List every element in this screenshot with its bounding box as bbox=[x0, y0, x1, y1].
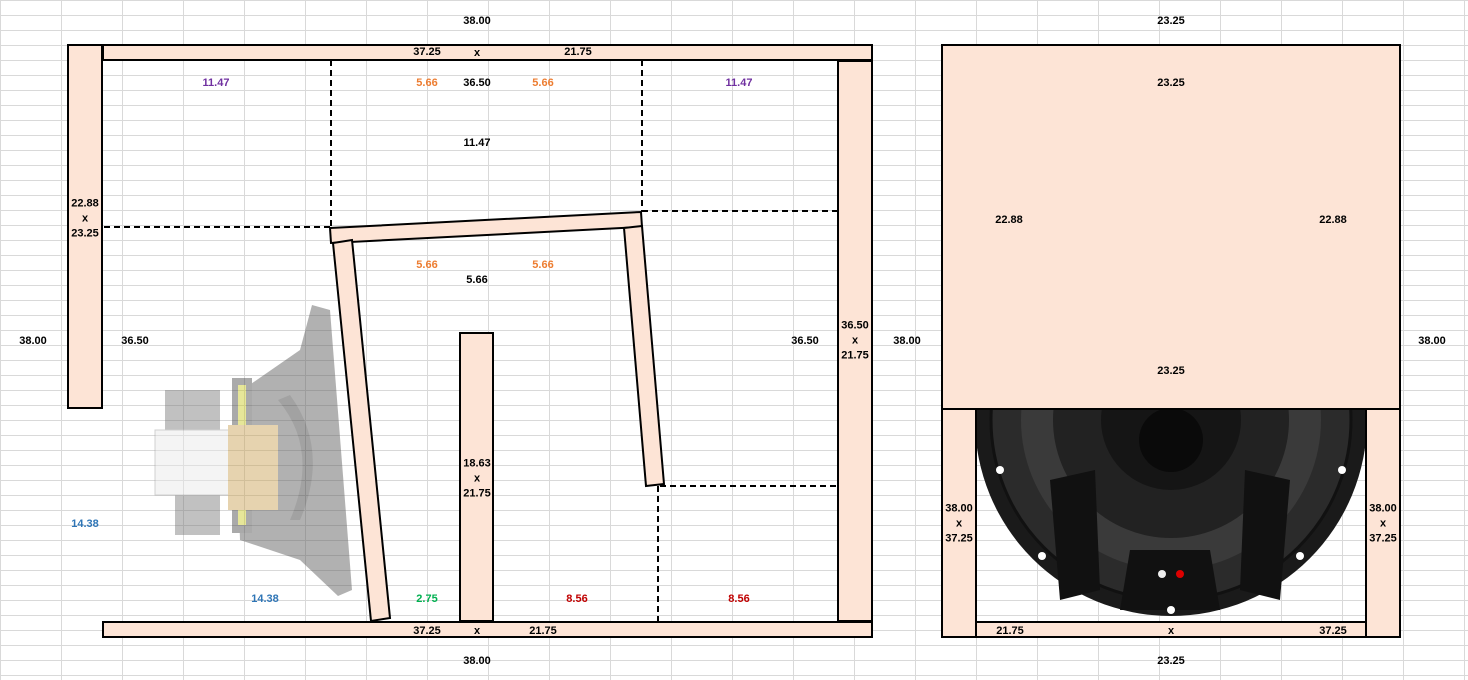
center-board-label: 18.63 x 21.75 bbox=[463, 457, 491, 502]
chamber-left-value: 11.47 bbox=[202, 77, 230, 89]
bottom-board-length: 37.25 bbox=[413, 625, 441, 637]
right-left-side-label: 38.00 x 37.25 bbox=[945, 502, 973, 547]
left-view-bottom-board bbox=[102, 621, 873, 638]
right-right-side-b: 37.25 bbox=[1369, 532, 1397, 545]
right-top-dimension: 23.25 bbox=[1157, 15, 1185, 27]
center-board-x: x bbox=[473, 472, 481, 485]
left-side-dimension: 38.00 bbox=[19, 335, 47, 347]
left-view-top-board bbox=[102, 44, 873, 61]
blue-bottom-value: 14.38 bbox=[251, 593, 279, 605]
right-bottom-dimension: 23.25 bbox=[1157, 655, 1185, 667]
top-panel-bottom-label: 23.25 bbox=[1157, 365, 1185, 377]
green-bottom-value: 2.75 bbox=[416, 593, 438, 605]
right-view-bottom-board bbox=[975, 621, 1367, 638]
left-top-dimension: 38.00 bbox=[463, 15, 491, 27]
left-view-center-board bbox=[459, 332, 494, 622]
right-view-right-side bbox=[1365, 408, 1401, 638]
top-center-value: 36.50 bbox=[463, 77, 491, 89]
right-side-dimension: 38.00 bbox=[893, 335, 921, 347]
right-bottom-board-b: 37.25 bbox=[1319, 625, 1347, 637]
port-top-right-value: 5.66 bbox=[532, 77, 554, 89]
inner-height-left: 36.50 bbox=[121, 335, 149, 347]
right-left-side-b: 37.25 bbox=[945, 532, 973, 545]
right-view-side-dimension: 38.00 bbox=[1418, 335, 1446, 347]
left-board-a: 22.88 bbox=[71, 197, 99, 210]
red-left-value: 8.56 bbox=[566, 593, 588, 605]
right-right-side-label: 38.00 x 37.25 bbox=[1369, 502, 1397, 547]
left-bottom-dimension: 38.00 bbox=[463, 655, 491, 667]
right-board-a: 36.50 bbox=[841, 319, 869, 332]
right-right-side-x: x bbox=[1379, 517, 1387, 530]
port-mid-left-value: 5.66 bbox=[416, 259, 438, 271]
right-board-label: 36.50 x 21.75 bbox=[841, 319, 869, 364]
right-board-b: 21.75 bbox=[841, 349, 869, 362]
port-top-left-value: 5.66 bbox=[416, 77, 438, 89]
blue-left-value: 14.38 bbox=[71, 518, 99, 530]
bottom-board-x: x bbox=[473, 625, 481, 637]
top-panel-left-label: 22.88 bbox=[995, 214, 1023, 226]
port-mid-right-value: 5.66 bbox=[532, 259, 554, 271]
right-bottom-board-a: 21.75 bbox=[996, 625, 1024, 637]
top-board-width: 21.75 bbox=[564, 46, 592, 58]
center-board-a: 18.63 bbox=[463, 457, 491, 470]
right-left-side-x: x bbox=[955, 517, 963, 530]
left-board-label: 22.88 x 23.25 bbox=[71, 197, 99, 242]
left-view-right-board bbox=[837, 60, 873, 622]
mid-black-value: 5.66 bbox=[466, 274, 488, 286]
right-left-side-a: 38.00 bbox=[945, 502, 973, 515]
right-view-left-side bbox=[941, 408, 977, 638]
left-view-left-board bbox=[67, 44, 103, 409]
right-board-x: x bbox=[851, 334, 859, 347]
inner-height-right: 36.50 bbox=[791, 335, 819, 347]
right-right-side-a: 38.00 bbox=[1369, 502, 1397, 515]
bottom-board-width: 21.75 bbox=[529, 625, 557, 637]
chamber-right-value: 11.47 bbox=[725, 77, 753, 89]
left-board-b: 23.25 bbox=[71, 227, 99, 240]
mid-center-value: 11.47 bbox=[463, 137, 491, 149]
center-board-b: 21.75 bbox=[463, 487, 491, 500]
left-board-x: x bbox=[81, 212, 89, 225]
top-panel-top-label: 23.25 bbox=[1157, 77, 1185, 89]
top-board-x: x bbox=[473, 47, 481, 59]
red-right-value: 8.56 bbox=[728, 593, 750, 605]
top-board-length: 37.25 bbox=[413, 46, 441, 58]
right-view-top-panel bbox=[941, 44, 1401, 410]
right-bottom-board-x: x bbox=[1167, 625, 1175, 637]
top-panel-right-label: 22.88 bbox=[1319, 214, 1347, 226]
